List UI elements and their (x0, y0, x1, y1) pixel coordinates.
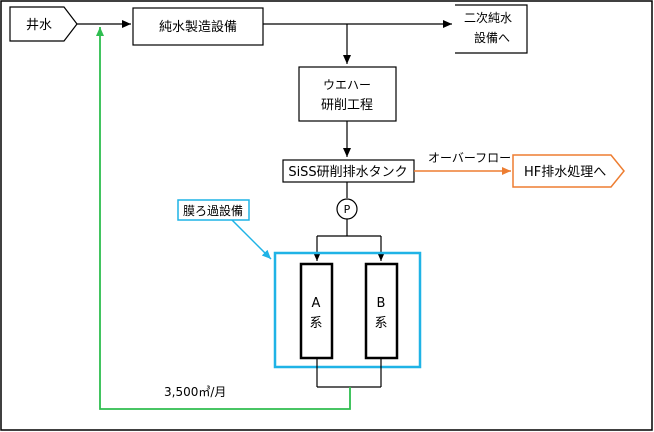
pump-label: P (344, 203, 351, 216)
membrane-label-node: 膜ろ過設備 (177, 199, 250, 221)
system-b-label-1: B (377, 296, 386, 311)
hf-treatment-node: HF排水処理へ (512, 154, 625, 188)
flow-rate-label: 3,500㎥/月 (164, 385, 226, 399)
well-water-node: 井水 (9, 6, 78, 42)
siss-tank-node: SiSS研削排水タンク (282, 159, 415, 183)
system-a-label-1: A (312, 296, 321, 311)
system-b-node: B 系 (364, 262, 399, 360)
wafer-grinding-node: ウエハー 研削工程 (298, 66, 397, 122)
membrane-label: 膜ろ過設備 (183, 203, 243, 218)
system-b-label-2: 系 (374, 316, 387, 331)
secondary-pure-water-label-1: 二次純水 (464, 11, 512, 25)
system-a-node: A 系 (299, 262, 334, 360)
recycle-line (96, 27, 351, 410)
secondary-pure-water-label-2: 設備へ (474, 30, 510, 45)
membrane-frame (273, 251, 422, 369)
pump-node: P (336, 198, 358, 220)
hf-treatment-label: HF排水処理へ (524, 165, 606, 180)
membrane-pointer (231, 219, 272, 260)
siss-tank-label: SiSS研削排水タンク (288, 165, 407, 180)
wafer-label-1: ウエハー (323, 78, 371, 92)
pure-water-equipment-label: 純水製造設備 (159, 19, 237, 35)
system-a-label-2: 系 (309, 316, 322, 331)
pure-water-equipment-node: 純水製造設備 (132, 7, 264, 46)
secondary-pure-water-node: 二次純水 設備へ (455, 4, 528, 54)
overflow-label: オーバーフロー (428, 151, 511, 165)
well-water-label: 井水 (26, 18, 52, 33)
wafer-label-2: 研削工程 (321, 98, 373, 113)
